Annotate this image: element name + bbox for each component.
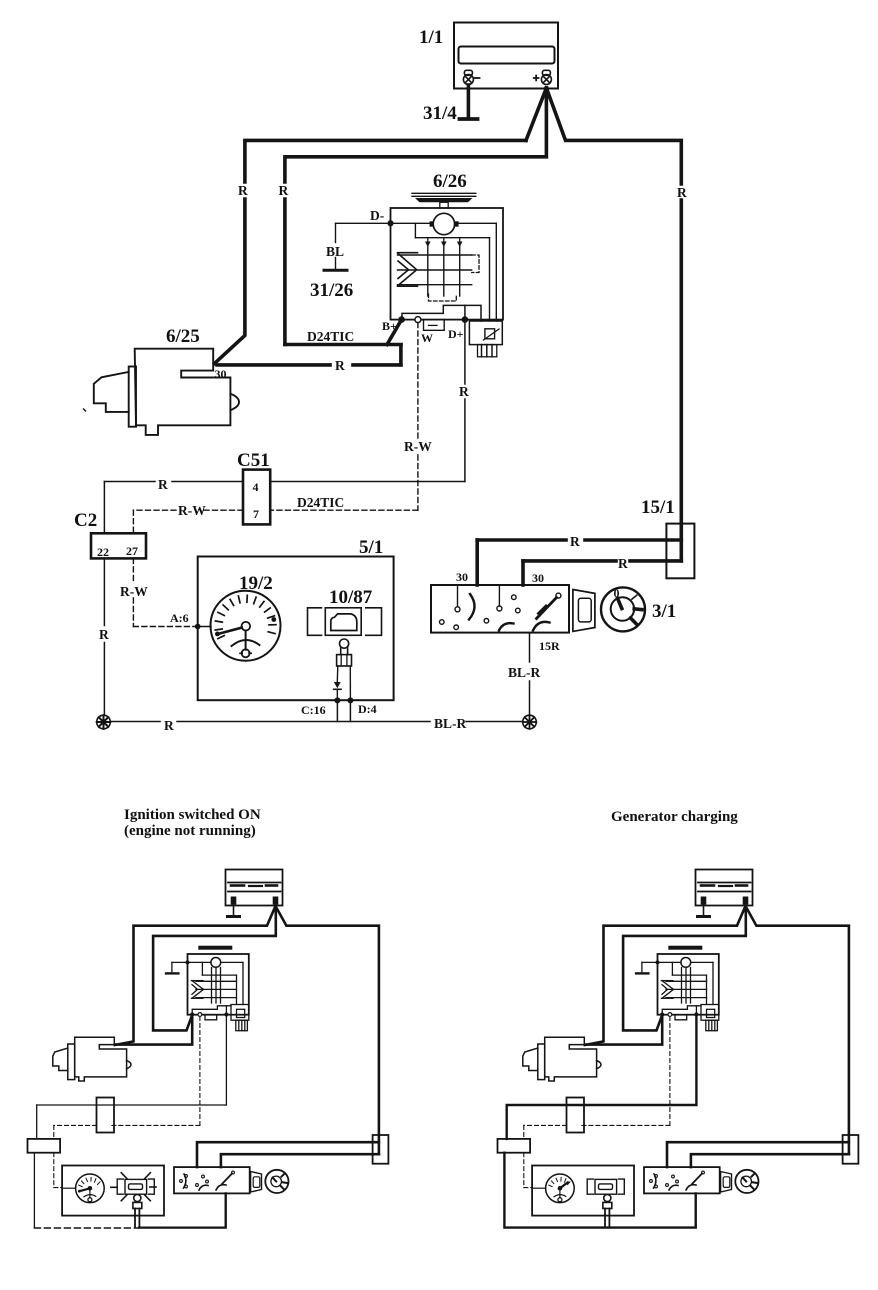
svg-text:6/25: 6/25 — [166, 326, 200, 347]
svg-text:27: 27 — [126, 544, 138, 558]
svg-text:R-W: R-W — [178, 503, 206, 518]
svg-text:6/26: 6/26 — [433, 171, 467, 192]
svg-text:D24TIC: D24TIC — [307, 329, 354, 344]
svg-text:D-: D- — [370, 208, 384, 223]
svg-text:R: R — [677, 185, 687, 200]
svg-text:R: R — [459, 384, 469, 399]
svg-text:4: 4 — [253, 480, 259, 494]
svg-text:19/2: 19/2 — [239, 573, 273, 594]
svg-text:A:6: A:6 — [170, 611, 189, 625]
svg-text:15R: 15R — [539, 639, 560, 653]
svg-text:R: R — [164, 718, 174, 733]
svg-text:31/26: 31/26 — [310, 280, 353, 301]
svg-text:D+: D+ — [448, 327, 464, 341]
svg-text:BL-R: BL-R — [434, 716, 467, 731]
svg-text:D:4: D:4 — [358, 702, 377, 716]
svg-text:10/87: 10/87 — [329, 587, 373, 608]
svg-text:R-W: R-W — [120, 584, 148, 599]
svg-text:R: R — [335, 358, 345, 373]
svg-text:R: R — [279, 183, 289, 198]
svg-text:D24TIC: D24TIC — [297, 495, 344, 510]
svg-text:R: R — [570, 534, 580, 549]
svg-text:1/1: 1/1 — [419, 27, 443, 48]
svg-text:3/1: 3/1 — [652, 601, 676, 622]
svg-text:30: 30 — [215, 367, 227, 381]
svg-text:W: W — [421, 331, 433, 345]
svg-text:B+: B+ — [382, 319, 397, 333]
svg-text:5/1: 5/1 — [359, 537, 383, 558]
svg-text:C:16: C:16 — [301, 703, 326, 717]
svg-text:30: 30 — [456, 570, 468, 584]
svg-text:BL: BL — [326, 244, 344, 259]
svg-text:0: 0 — [614, 586, 620, 600]
svg-text:Generator charging: Generator charging — [611, 809, 738, 825]
svg-text:BL-R: BL-R — [508, 665, 541, 680]
svg-text:(engine not running): (engine not running) — [124, 823, 256, 839]
svg-text:7: 7 — [253, 507, 259, 521]
svg-text:22: 22 — [97, 545, 109, 559]
svg-text:R: R — [618, 556, 628, 571]
svg-text:R-W: R-W — [404, 439, 432, 454]
svg-text:31/4: 31/4 — [423, 103, 457, 124]
svg-text:R: R — [99, 627, 109, 642]
svg-text:C2: C2 — [74, 510, 97, 531]
svg-text:Ignition switched ON: Ignition switched ON — [124, 807, 261, 823]
svg-text:C51: C51 — [237, 450, 270, 471]
svg-text:R: R — [238, 183, 248, 198]
svg-text:30: 30 — [532, 571, 544, 585]
svg-text:R: R — [158, 477, 168, 492]
svg-text:15/1: 15/1 — [641, 497, 675, 518]
